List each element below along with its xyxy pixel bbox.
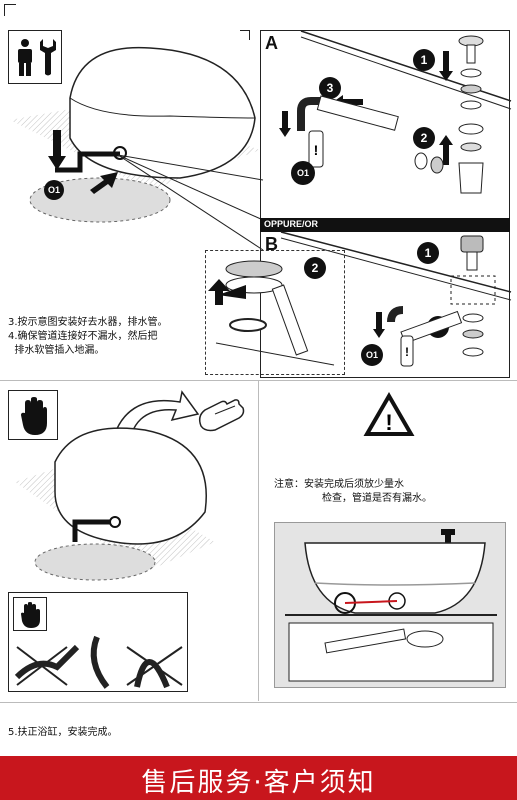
section-divider <box>0 380 517 381</box>
exclamation-tag-icon: ! <box>308 130 324 168</box>
leader-lines <box>117 154 264 251</box>
kinked-hose-illustration <box>14 635 183 689</box>
panel-b: B 1 3 ! O1 <box>260 231 512 378</box>
instruction-step-4-cont: 排水软管插入地漏。 <box>8 345 105 356</box>
warning-symbol: ! <box>385 410 392 435</box>
sealant-tube <box>215 260 335 366</box>
middle-right-section: ! 注意：安装完成后须放少量水 检查，管道是否有漏水。 <box>260 382 517 702</box>
step-b-1: 1 <box>417 242 439 264</box>
marker-o1-a: O1 <box>291 161 315 185</box>
faucet-icon <box>441 529 455 557</box>
hose-warning-box <box>8 592 188 692</box>
drain-pipe <box>55 151 120 173</box>
panel-a-label: A <box>265 33 278 53</box>
marker-o1-b: O1 <box>361 344 383 366</box>
panel-a: A 1 2 3 ! O1 <box>260 30 512 226</box>
tools-icon-box <box>8 30 62 84</box>
sealant-detail-box: 2 <box>205 250 345 375</box>
arrow-down-icon <box>439 51 453 81</box>
hand-stop-icon <box>21 602 40 628</box>
person-icon <box>18 39 32 76</box>
panel-b-rail <box>280 231 512 301</box>
drain-parts-b <box>450 235 496 357</box>
hand-icon <box>21 397 47 435</box>
drain-stopper-parts <box>458 35 484 194</box>
step-a-3: 3 <box>319 77 341 99</box>
instruction-step-4: 4.确保管道连接好不漏水，然后把 <box>8 331 158 342</box>
svg-text:!: ! <box>405 345 409 359</box>
bathtub-drawing <box>69 46 256 179</box>
section-divider-vertical <box>258 381 259 701</box>
hose-assembly <box>297 95 444 174</box>
instruction-step-3: 3.按示意图安装好去水器，排水管。 <box>8 317 168 328</box>
step-b-2: 2 <box>304 257 326 279</box>
exclamation-tag-icon: ! <box>400 335 414 367</box>
middle-left-illustration <box>0 382 258 702</box>
rotated-bathtub <box>15 427 215 581</box>
top-left-illustration: O1 3.按示意图安装好去水器，排水管。 4.确保管道连接好不漏水，然后把 排水… <box>0 0 264 356</box>
step-a-2: 2 <box>413 127 435 149</box>
corner-mark-tr <box>240 30 250 40</box>
corner-mark-tl <box>4 4 16 16</box>
arrow-up-icon <box>439 135 453 165</box>
bottom-divider <box>0 702 517 703</box>
gloves-icon <box>198 399 245 432</box>
final-step-text: 5.扶正浴缸，安装完成。 <box>8 727 118 738</box>
step-a-1: 1 <box>413 49 435 71</box>
arrow-up-right-icon <box>90 172 118 194</box>
panel-b-label: B <box>265 234 278 254</box>
hand-stop-icon-box <box>13 597 47 631</box>
footer-banner <box>0 756 517 800</box>
wrench-icon <box>40 39 56 76</box>
notice-line-2: 检查，管道是否有漏水。 <box>322 493 432 504</box>
arrow-up-icon <box>208 279 230 305</box>
test-water-illustration <box>274 522 506 688</box>
notice-line-1: 注意：安装完成后须放少量水 <box>274 479 404 490</box>
footer-title: 售后服务·客户须知 <box>141 768 376 798</box>
arrow-down-small-icon <box>279 111 291 137</box>
option-banner-text: OPPURE/OR <box>264 219 319 229</box>
tub-cross-section <box>285 542 497 682</box>
marker-o1: O1 <box>44 180 64 200</box>
svg-text:!: ! <box>314 142 319 158</box>
hand-icon-box <box>8 390 58 440</box>
option-banner: OPPURE/OR <box>260 218 510 232</box>
arrow-down-icon <box>48 130 66 170</box>
arrow-down-small-icon <box>373 312 385 338</box>
warning-icon: ! <box>363 392 415 436</box>
